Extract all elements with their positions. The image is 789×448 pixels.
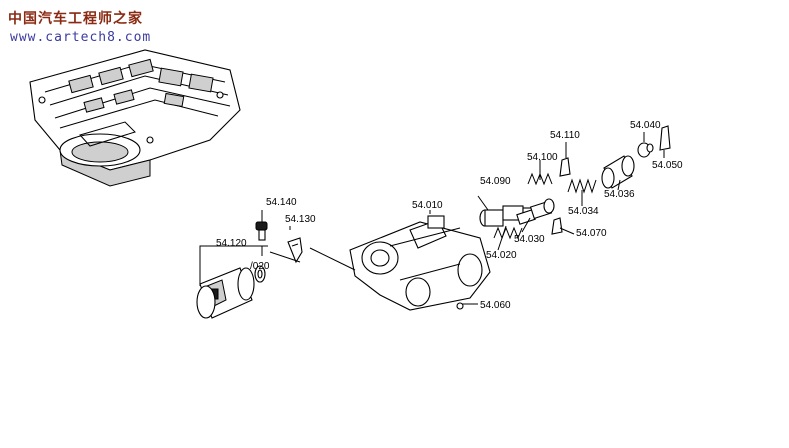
label-54-120: 54.120 <box>216 238 247 249</box>
label-54-140: 54.140 <box>266 197 297 208</box>
valve-body-assembly <box>29 49 241 187</box>
label-54-070: 54.070 <box>576 228 607 239</box>
spring-54-020 <box>493 226 523 240</box>
valve-housing-54-010 <box>349 215 491 311</box>
o-ring-54-120-020 <box>254 265 266 283</box>
spool-54-030 <box>516 198 555 225</box>
label-54-020: 54.020 <box>486 250 517 261</box>
label-54-090: 54.090 <box>480 176 511 187</box>
label-54-050: 54.050 <box>652 160 683 171</box>
leader-lines <box>199 132 665 305</box>
solenoid-54-120 <box>196 267 255 319</box>
label-54-130: 54.130 <box>285 214 316 225</box>
label-54-100: 54.100 <box>527 152 558 163</box>
plug-54-060 <box>456 302 464 310</box>
plug-54-040 <box>637 142 654 158</box>
watermark-url: www.cartech8.com <box>10 30 152 45</box>
bolt-54-140 <box>255 221 268 241</box>
label-54-110: 54.110 <box>550 130 580 141</box>
part-labels: 54.140 54.130 54.120 /020 54.010 54.060 … <box>216 120 683 311</box>
sleeve-54-036 <box>601 155 635 189</box>
stop-54-050 <box>659 125 671 151</box>
retainer-54-070 <box>551 217 563 235</box>
label-54-034: 54.034 <box>568 206 599 217</box>
bracket-54-130 <box>287 237 303 264</box>
label-54-060: 54.060 <box>480 300 511 311</box>
label-54-030: 54.030 <box>514 234 545 245</box>
label-54-040: 54.040 <box>630 120 661 131</box>
label-54-120-020: /020 <box>250 261 270 272</box>
spring-54-034 <box>567 178 597 194</box>
watermark-title: 中国汽车工程师之家 <box>8 11 143 27</box>
label-54-036: 54.036 <box>604 189 635 200</box>
label-54-010: 54.010 <box>412 200 443 211</box>
stop-54-110 <box>559 157 571 177</box>
